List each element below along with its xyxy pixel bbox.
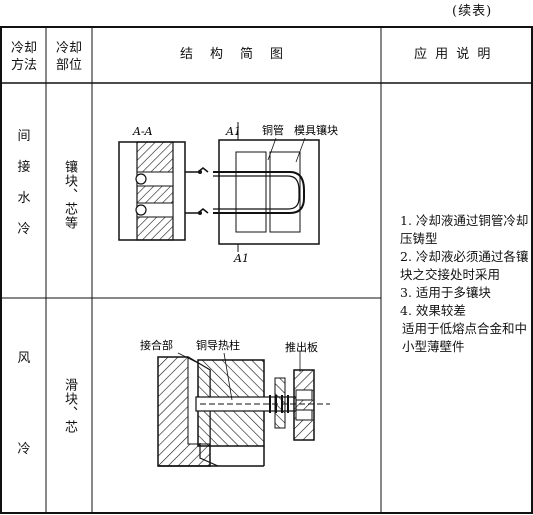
label-heat-post: 铜导热柱 bbox=[196, 338, 240, 352]
header-method-line1: 冷却 bbox=[10, 41, 37, 56]
header-method-line2: 方法 bbox=[10, 58, 37, 73]
row1-method-char3: 水 bbox=[17, 191, 31, 206]
row2-method: 风 冷 bbox=[10, 350, 38, 458]
section-view bbox=[118, 141, 209, 241]
label-joint: 接合部 bbox=[140, 338, 173, 352]
header-method: 冷却 方法 bbox=[6, 40, 42, 74]
row1-method-char4: 冷 bbox=[17, 222, 31, 237]
slider-assembly bbox=[157, 351, 330, 467]
note-1: 1. 冷却液通过铜管冷却压铸型 bbox=[400, 213, 529, 246]
note-3: 3. 适用于多镶块 bbox=[400, 285, 491, 300]
row1-method: 间 接 水 冷 bbox=[10, 128, 38, 238]
header-part-line2: 部位 bbox=[55, 58, 82, 73]
row2-method-char1: 风 bbox=[17, 351, 31, 366]
label-a1-top: A1 bbox=[225, 125, 241, 138]
continued-label: (续表) bbox=[452, 4, 493, 19]
row2-part: 滑块、芯 bbox=[62, 378, 77, 434]
label-section-aa: A-A bbox=[132, 125, 153, 138]
header-part: 冷却 部位 bbox=[50, 40, 88, 74]
note-2: 2. 冷却液必须通过各镶块之交接处时采用 bbox=[400, 249, 529, 282]
header-application: 应 用 说 明 bbox=[414, 47, 493, 62]
row2-method-char2: 冷 bbox=[17, 442, 31, 457]
row1-method-char1: 间 bbox=[17, 129, 31, 144]
label-a1-bottom: A1 bbox=[233, 252, 249, 265]
table-frame bbox=[0, 26, 533, 514]
label-die-insert: 模具镶块 bbox=[294, 123, 338, 137]
label-copper-pipe: 铜管 bbox=[262, 123, 284, 137]
top-view bbox=[213, 122, 320, 252]
note-5: 适用于低熔点合金和中小型薄壁件 bbox=[402, 321, 528, 354]
note-4: 4. 效果较差 bbox=[400, 303, 466, 318]
application-notes: 1. 冷却液通过铜管冷却压铸型 2. 冷却液必须通过各镶块之交接处时采用 3. … bbox=[388, 212, 530, 356]
label-push-plate: 推出板 bbox=[285, 340, 318, 354]
header-part-line1: 冷却 bbox=[55, 41, 82, 56]
row1-method-char2: 接 bbox=[17, 160, 31, 175]
header-structure: 结 构 简 图 bbox=[180, 47, 286, 62]
row1-part: 镶块、芯等 bbox=[62, 160, 77, 230]
